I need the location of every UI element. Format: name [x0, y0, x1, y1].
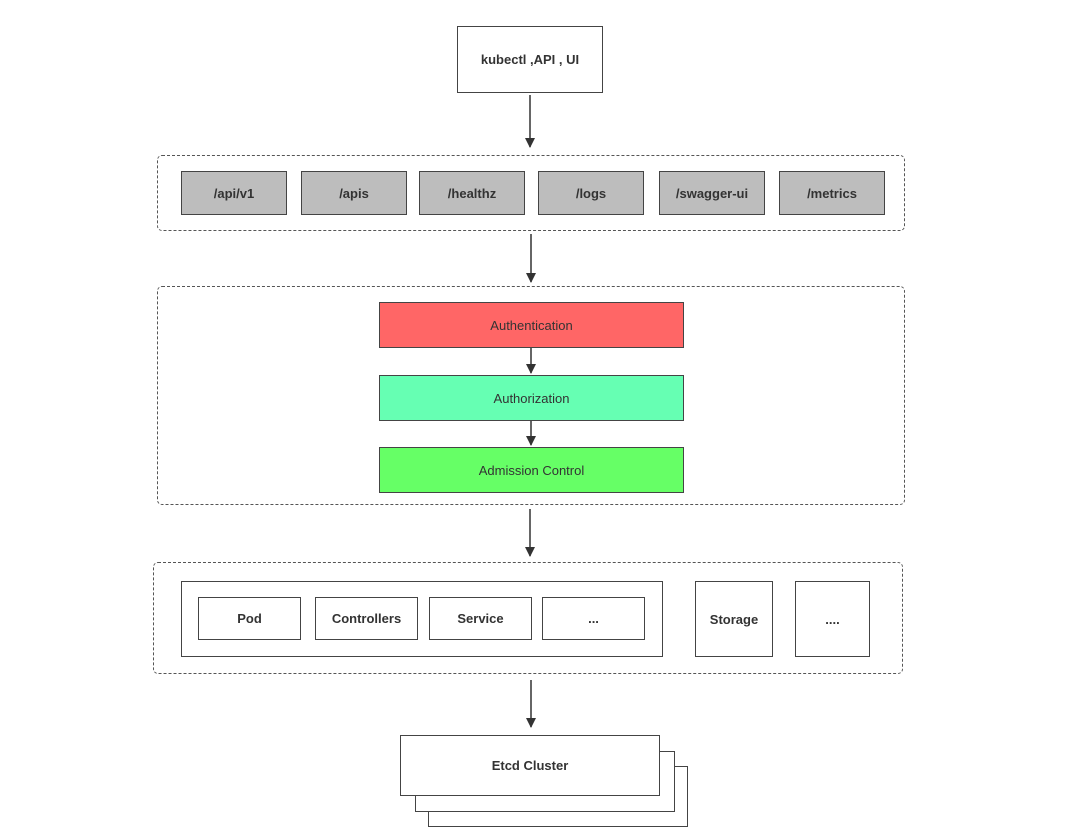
authorization-stage: Authorization: [379, 375, 684, 421]
resource-label: Pod: [237, 611, 262, 626]
resources-group: [153, 562, 903, 674]
api-path-logs: /logs: [538, 171, 644, 215]
authentication-stage: Authentication: [379, 302, 684, 348]
stage-label: Admission Control: [478, 462, 585, 478]
api-path-metrics: /metrics: [779, 171, 885, 215]
api-path-swagger-ui: /swagger-ui: [659, 171, 765, 215]
resource-controllers: Controllers: [315, 597, 418, 640]
resource-label: Service: [457, 611, 504, 626]
storage-more-label: ....: [825, 611, 840, 627]
admission-control-stage: Admission Control: [379, 447, 684, 493]
api-path-label: /logs: [575, 185, 607, 201]
api-path-api-v1: /api/v1: [181, 171, 287, 215]
etcd-cluster-box: Etcd Cluster: [400, 735, 660, 796]
storage-more-box: ....: [795, 581, 870, 657]
resource-service: Service: [429, 597, 532, 640]
api-path-label: /metrics: [807, 185, 857, 201]
api-paths-group: [157, 155, 905, 231]
resource-label: ...: [588, 611, 599, 626]
storage-label: Storage: [709, 611, 759, 627]
pipeline-group: [157, 286, 905, 505]
client-label: kubectl ,API , UI: [480, 52, 580, 67]
etcd-label: Etcd Cluster: [491, 758, 569, 773]
client-box: kubectl ,API , UI: [457, 26, 603, 93]
api-path-label: /healthz: [447, 185, 497, 201]
api-path-label: /swagger-ui: [675, 185, 749, 201]
resource-more: ...: [542, 597, 645, 640]
api-path-label: /apis: [339, 185, 369, 201]
stage-label: Authentication: [490, 317, 573, 333]
api-path-label: /api/v1: [213, 185, 255, 201]
api-path-healthz: /healthz: [419, 171, 525, 215]
resource-label: Controllers: [331, 611, 402, 626]
resource-pod: Pod: [198, 597, 301, 640]
resource-types-frame: [181, 581, 663, 657]
storage-box: Storage: [695, 581, 773, 657]
stage-label: Authorization: [493, 390, 570, 406]
api-path-apis: /apis: [301, 171, 407, 215]
